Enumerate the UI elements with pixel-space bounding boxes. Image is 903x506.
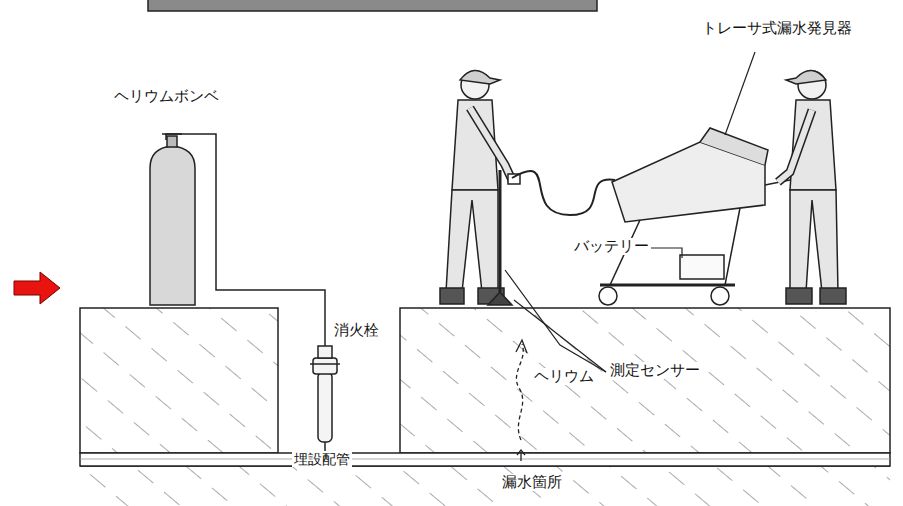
label: 漏水箇所 xyxy=(500,474,564,491)
ground xyxy=(80,308,890,506)
worker-left xyxy=(440,70,520,304)
label: トレーサ式漏水発見器 xyxy=(700,20,854,37)
helium-cylinder xyxy=(150,134,195,305)
label: 埋設配管 xyxy=(292,451,352,467)
leader-lines xyxy=(505,52,755,372)
pointer-arrow xyxy=(14,272,60,304)
label: ヘリウム xyxy=(532,368,596,385)
label: バッテリー xyxy=(572,238,651,255)
label: ヘリウムボンベ xyxy=(112,88,221,105)
detector-cart xyxy=(599,128,790,305)
leak-helium xyxy=(516,340,527,461)
worker-right xyxy=(778,70,846,304)
label: 消火栓 xyxy=(332,322,381,339)
buried-pipe xyxy=(80,440,890,466)
title-bar xyxy=(148,0,597,11)
fire-hydrant xyxy=(310,346,340,442)
label: 測定センサー xyxy=(608,362,702,379)
